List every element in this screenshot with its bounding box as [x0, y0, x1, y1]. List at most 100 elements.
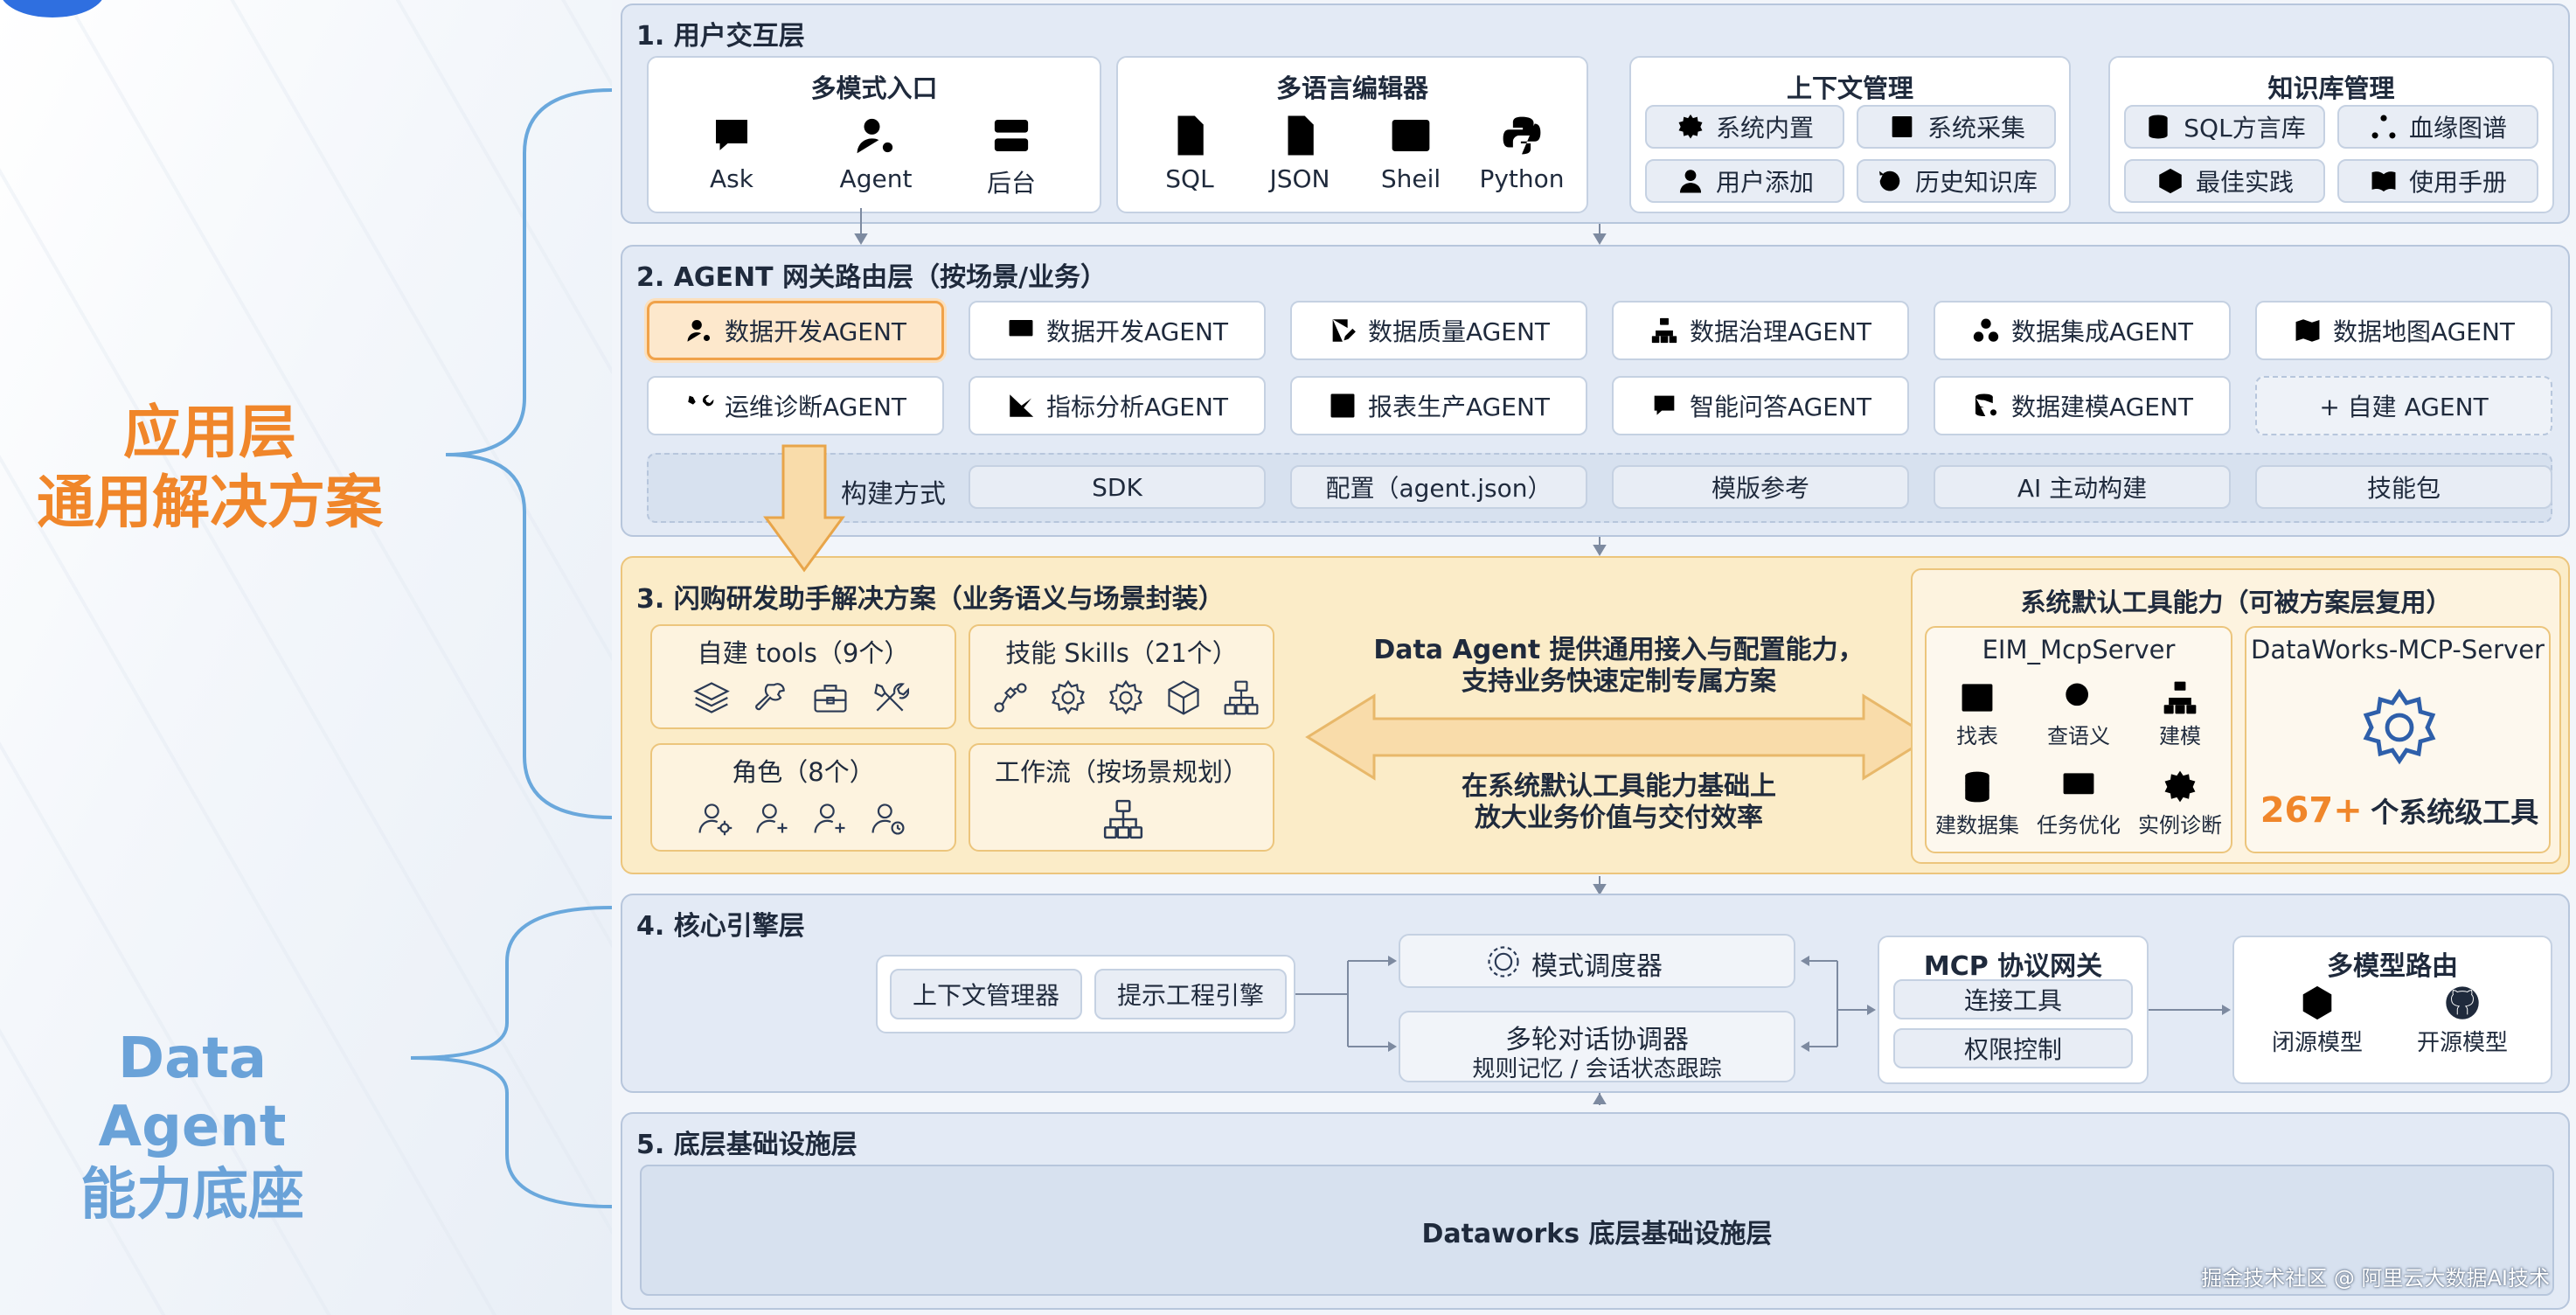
- eim-instance-diagnosis[interactable]: 实例诊断: [2129, 768, 2231, 838]
- mode-scheduler[interactable]: [1399, 934, 1795, 988]
- mcp-permission[interactable]: 权限控制: [1893, 1028, 2133, 1068]
- build-config[interactable]: 配置（agent.json）: [1290, 465, 1587, 509]
- card-eim-mcp: EIM_McpServer 找表 查语义 建模 建数据集 任务优化 实例诊断: [1925, 626, 2232, 853]
- app-layer-title: 应用层 通用解决方案: [17, 398, 402, 538]
- base-layer-line1: Data Agent: [98, 1026, 287, 1159]
- layer-user-interaction: 1. 用户交互层 多模式入口 Ask Agent 后台 多语言编辑器 SQL J…: [621, 3, 2570, 224]
- editor-shell[interactable]: Sheil: [1358, 112, 1463, 193]
- search-icon: [2059, 678, 2098, 717]
- gear-icon: [2357, 685, 2441, 769]
- agent-custom-add[interactable]: + 自建 AGENT: [2255, 376, 2552, 435]
- layer5-title: 5. 底层基础设施层: [636, 1130, 858, 1160]
- sys-title: 系统默认工具能力（可被方案层复用）: [2020, 588, 2452, 617]
- agent-data-dev-2[interactable]: 数据开发AGENT: [969, 301, 1266, 360]
- tools-icon: [871, 678, 909, 717]
- build-skill-pack[interactable]: 技能包: [2255, 465, 2552, 509]
- toolbox-icon: [811, 678, 850, 717]
- hierarchy-icon: [1649, 316, 1679, 345]
- ctx-history-kb[interactable]: 历史知识库: [1857, 159, 2056, 203]
- agent-data-dev-1[interactable]: 数据开发AGENT: [647, 301, 944, 360]
- center-line2: 支持业务快速定制专属方案: [1462, 666, 1776, 697]
- gear-icon: [2161, 768, 2199, 806]
- agent-report-production[interactable]: 报表生产AGENT: [1290, 376, 1587, 435]
- infra-box: [640, 1165, 2554, 1296]
- roles-title: 角色（8个）: [732, 757, 875, 787]
- router-title: 多模型路由: [2327, 951, 2458, 982]
- agent-ops-diagnosis[interactable]: 运维诊断AGENT: [647, 376, 944, 435]
- ctx-system-collect[interactable]: 系统采集: [1857, 105, 2056, 149]
- card-dataworks-mcp: DataWorks-MCP-Server 267+ 个系统级工具: [2245, 626, 2551, 853]
- dialog-subtitle: 规则记忆 / 会话状态跟踪: [1472, 1056, 1722, 1082]
- hierarchy-icon: [1222, 678, 1260, 717]
- multimode-title: 多模式入口: [810, 73, 938, 103]
- kb-lineage-graph[interactable]: 血缘图谱: [2337, 105, 2538, 149]
- agent-data-map[interactable]: 数据地图AGENT: [2255, 301, 2552, 360]
- brace-app: [445, 88, 613, 819]
- user-gear-icon: [684, 316, 714, 345]
- hierarchy-icon: [2161, 678, 2199, 717]
- user-history-icon: [869, 799, 907, 838]
- prompt-engine[interactable]: 提示工程引擎: [1094, 969, 1287, 1019]
- eim-find-table[interactable]: 找表: [1927, 678, 2028, 749]
- card-skills: 技能 Skills（21个）: [969, 624, 1274, 729]
- layer-agent-gateway: 2. AGENT 网关路由层（按场景/业务） 数据开发AGENT 数据开发AGE…: [621, 245, 2570, 537]
- hierarchy-icon: [1101, 797, 1145, 841]
- build-template[interactable]: 模版参考: [1612, 465, 1909, 509]
- build-ai[interactable]: AI 主动构建: [1934, 465, 2231, 509]
- editor-title: 多语言编辑器: [1275, 73, 1428, 103]
- ctx-system-builtin[interactable]: 系统内置: [1645, 105, 1844, 149]
- entry-agent[interactable]: Agent: [823, 112, 928, 193]
- app-layer-line1: 应用层: [123, 399, 296, 466]
- entry-ask[interactable]: Ask: [684, 112, 780, 193]
- chat-icon: [1649, 391, 1679, 421]
- engine-connectors: [1295, 956, 2231, 1052]
- layer-core-engine: 4. 核心引擎层 上下文管理器 提示工程引擎 模式调度器 多轮对话协调器 规则记…: [621, 894, 2570, 1093]
- kb-best-practice[interactable]: 最佳实践: [2124, 159, 2325, 203]
- dw-count: 267+: [2260, 790, 2363, 831]
- entry-backend[interactable]: 后台: [959, 112, 1064, 199]
- layer4-title: 4. 核心引擎层: [636, 911, 805, 942]
- infra-label: Dataworks 底层基础设施层: [1421, 1219, 1773, 1249]
- gear-icon: [1049, 678, 1087, 717]
- eim-task-optimize[interactable]: 任务优化: [2028, 768, 2129, 838]
- card-system-tools: 系统默认工具能力（可被方案层复用） EIM_McpServer 找表 查语义 建…: [1911, 568, 2561, 864]
- router-open-model[interactable]: 开源模型: [2397, 983, 2528, 1057]
- eim-query-semantics[interactable]: 查语义: [2028, 678, 2129, 749]
- layer-infrastructure: 5. 底层基础设施层 Dataworks 底层基础设施层: [621, 1112, 2570, 1310]
- user-add-icon: [811, 799, 850, 838]
- dialog-coordinator[interactable]: [1399, 1011, 1795, 1082]
- context-manager[interactable]: 上下文管理器: [890, 969, 1082, 1019]
- agent-data-integration[interactable]: 数据集成AGENT: [1934, 301, 2231, 360]
- editor-json[interactable]: JSON: [1247, 112, 1352, 193]
- eim-title: EIM_McpServer: [1982, 635, 2176, 664]
- app-layer-line2: 通用解决方案: [37, 469, 383, 536]
- editor-sql[interactable]: SQL: [1137, 112, 1242, 193]
- editor-python[interactable]: Python: [1469, 112, 1574, 193]
- flow-icon: [991, 678, 1030, 717]
- user-add-icon: [753, 799, 792, 838]
- agent-data-modeling[interactable]: 数据建模AGENT: [1934, 376, 2231, 435]
- dw-count-label: 个系统级工具: [2371, 796, 2539, 829]
- workflow-title: 工作流（按场景规划）: [994, 757, 1248, 787]
- table-icon: [1958, 678, 1996, 717]
- build-sdk[interactable]: SDK: [969, 465, 1266, 509]
- agent-metric-analysis[interactable]: 指标分析AGENT: [969, 376, 1266, 435]
- kb-user-manual[interactable]: 使用手册: [2337, 159, 2538, 203]
- context-title: 上下文管理: [1786, 73, 1913, 103]
- eim-modeling[interactable]: 建模: [2129, 678, 2231, 749]
- mcp-connect-tools[interactable]: 连接工具: [1893, 979, 2133, 1019]
- kb-sql-dialect[interactable]: SQL方言库: [2124, 105, 2325, 149]
- center-line1: Data Agent 提供通用接入与配置能力，: [1373, 635, 1864, 665]
- monitor-icon: [2059, 768, 2098, 806]
- dialog-title: 多轮对话协调器: [1505, 1025, 1689, 1055]
- card-roles: 角色（8个）: [650, 743, 956, 852]
- agent-data-governance[interactable]: 数据治理AGENT: [1612, 301, 1909, 360]
- eim-build-dataset[interactable]: 建数据集: [1927, 768, 2028, 838]
- agent-data-quality[interactable]: 数据质量AGENT: [1290, 301, 1587, 360]
- router-closed-model[interactable]: 闭源模型: [2252, 983, 2383, 1057]
- mcp-title: MCP 协议网关: [1923, 951, 2103, 982]
- dw-count-row: 267+ 个系统级工具: [2246, 790, 2552, 831]
- ctx-user-add[interactable]: 用户添加: [1645, 159, 1844, 203]
- agent-smart-qa[interactable]: 智能问答AGENT: [1612, 376, 1909, 435]
